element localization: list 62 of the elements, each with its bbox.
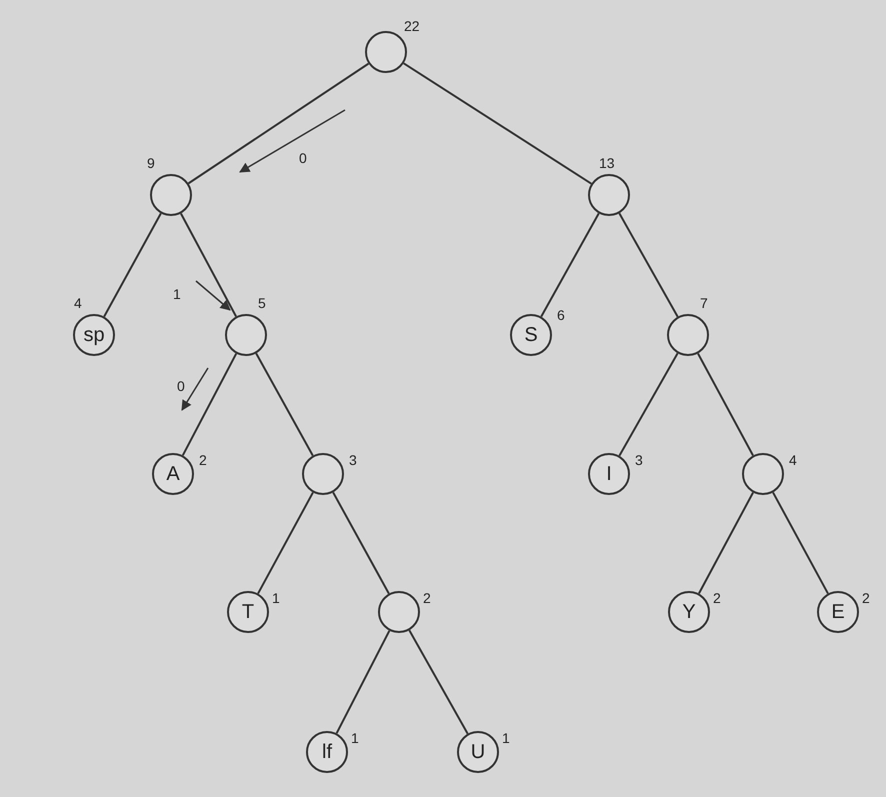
- tree-edge: [618, 212, 679, 318]
- leaf-node-circle: [457, 731, 499, 773]
- edge-label: 0: [176, 378, 186, 394]
- node-label: U: [470, 740, 486, 764]
- tree-edge: [403, 62, 592, 184]
- weight-label: 4: [74, 295, 82, 311]
- weight-label: 13: [599, 155, 615, 171]
- leaf-node-circle: [510, 314, 552, 356]
- weight-label: 6: [557, 307, 565, 323]
- weight-label: 2: [199, 452, 207, 468]
- internal-node-circle: [588, 174, 630, 216]
- weight-label: 2: [423, 590, 431, 606]
- edge-label: 0: [298, 150, 308, 166]
- tree-edge: [180, 213, 237, 317]
- tree-edge: [332, 492, 390, 594]
- internal-node-circle: [365, 31, 407, 73]
- node-label: S: [524, 324, 538, 346]
- tree-edge: [540, 212, 600, 318]
- weight-label: 1: [272, 590, 280, 606]
- weight-label: 3: [635, 452, 643, 468]
- weight-label: 5: [258, 295, 266, 311]
- tree-edge: [697, 353, 754, 456]
- node-label: T: [242, 600, 254, 624]
- tree-edge: [618, 352, 678, 456]
- weight-label: 2: [713, 590, 721, 606]
- tree-edge: [336, 630, 390, 734]
- leaf-node-circle: [817, 591, 859, 633]
- internal-node-circle: [667, 314, 709, 356]
- node-label: sp: [83, 324, 105, 346]
- weight-label: 1: [502, 730, 510, 746]
- edge-label: 1: [172, 286, 182, 302]
- weight-label: 9: [147, 155, 155, 171]
- tree-edge: [257, 492, 314, 594]
- internal-node-circle: [378, 591, 420, 633]
- node-label: I: [606, 462, 612, 486]
- tree-edge: [698, 492, 754, 594]
- node-label: E: [831, 600, 845, 624]
- weight-label: 1: [351, 730, 359, 746]
- tree-edge: [408, 630, 469, 734]
- weight-label: 7: [700, 295, 708, 311]
- node-label: Y: [682, 600, 696, 624]
- leaf-node-circle: [588, 453, 630, 495]
- tree-edge: [182, 353, 238, 456]
- weight-label: 22: [404, 18, 420, 34]
- internal-node-circle: [742, 453, 784, 495]
- tree-edge: [188, 62, 370, 184]
- internal-node-circle: [302, 453, 344, 495]
- node-label: A: [166, 462, 180, 486]
- tree-edge: [103, 212, 162, 318]
- weight-label: 2: [862, 590, 870, 606]
- leaf-node-circle: [227, 591, 269, 633]
- node-label: lf: [322, 740, 332, 764]
- internal-node-circle: [150, 174, 192, 216]
- leaf-node-circle: [668, 591, 710, 633]
- internal-node-circle: [225, 314, 267, 356]
- leaf-node-circle: [306, 731, 348, 773]
- leaf-node-circle: [73, 314, 115, 356]
- leaf-node-circle: [152, 453, 194, 495]
- tree-edge: [772, 492, 829, 594]
- tree-edge: [255, 352, 314, 456]
- weight-label: 4: [789, 452, 797, 468]
- weight-label: 3: [349, 452, 357, 468]
